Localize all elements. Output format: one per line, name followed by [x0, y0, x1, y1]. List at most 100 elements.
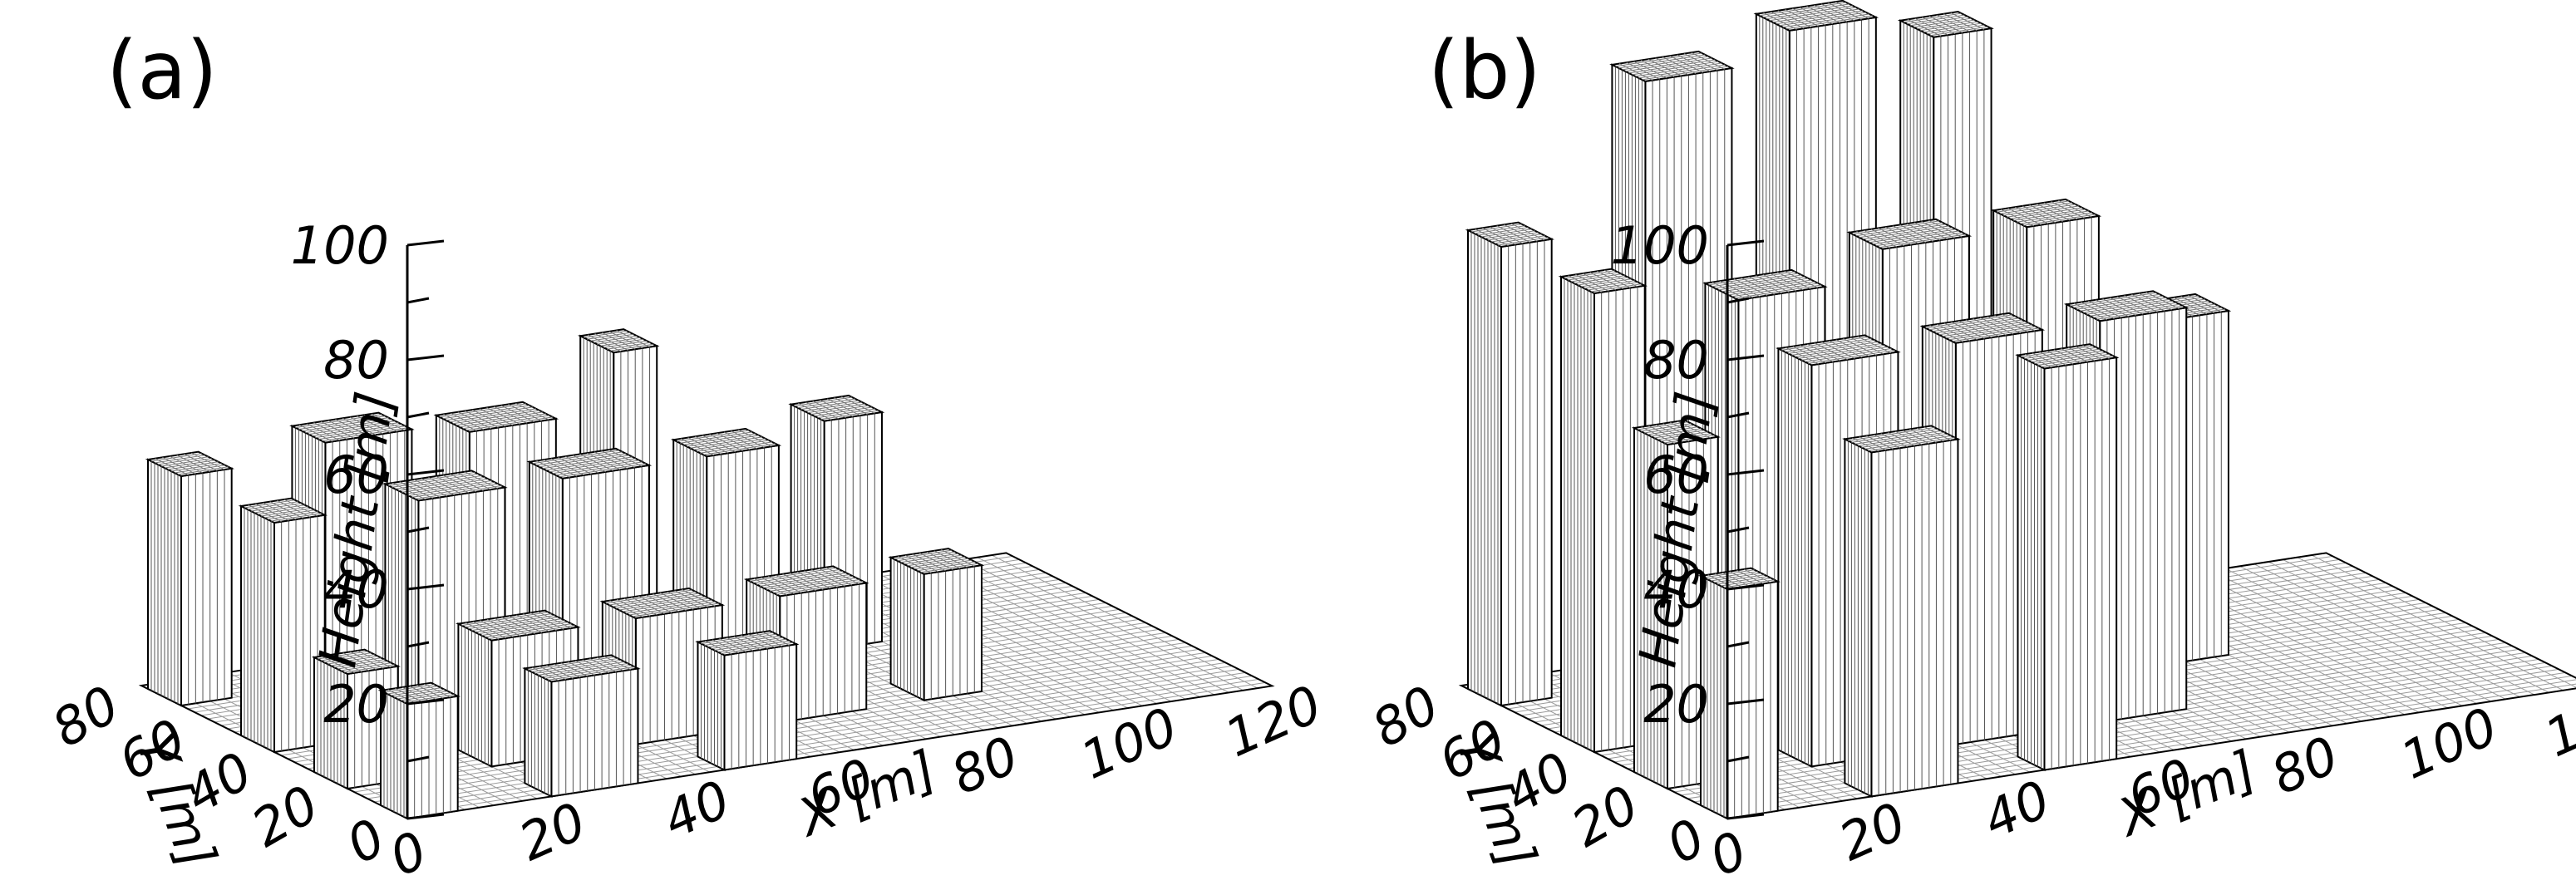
- roof-grid-line: [904, 554, 963, 565]
- roof-grid-line: [488, 625, 575, 640]
- roof-grid-line: [1731, 283, 1819, 298]
- x-tick-label: 40: [1974, 769, 2059, 851]
- building: [2015, 343, 2120, 772]
- roof-grid-line: [914, 559, 973, 570]
- roof-grid-line: [2073, 293, 2160, 308]
- roof-grid-line: [2086, 300, 2174, 315]
- z-tick: [406, 239, 445, 247]
- z-tick: [1726, 813, 1765, 820]
- roof-grid-line: [408, 481, 495, 496]
- z-tick: [406, 755, 430, 763]
- z-tick-label: 60: [323, 445, 389, 505]
- roof-grid-line: [1717, 576, 1768, 585]
- roof-grid-line: [1938, 321, 2026, 336]
- roof-grid-line: [452, 410, 539, 425]
- roof-grid-line: [2023, 214, 2096, 226]
- roof-grid-line: [2090, 302, 2177, 317]
- roof-grid-line: [1663, 435, 1715, 444]
- roof-grid-line: [1952, 327, 2039, 342]
- roof-grid-line: [250, 503, 302, 512]
- roof-grid-line: [1487, 232, 1539, 241]
- roof-grid-line: [1785, 15, 1873, 30]
- z-tick: [406, 813, 445, 820]
- roof-grid-line: [704, 633, 777, 646]
- roof-grid-line: [327, 656, 378, 665]
- z-tick: [406, 526, 430, 534]
- roof-grid-line: [776, 580, 864, 595]
- roof-grid-line: [717, 640, 791, 652]
- roof-grid-line: [260, 508, 312, 517]
- roof-grid-line: [322, 427, 409, 442]
- roof-grid-line: [2020, 212, 2092, 224]
- roof-grid-line: [804, 401, 863, 412]
- roof-grid-line: [605, 589, 692, 604]
- roof-grid-line: [264, 509, 315, 519]
- z-tick-label: 20: [1643, 674, 1709, 735]
- building: [1842, 425, 1961, 799]
- z-tick-label: 40: [323, 559, 389, 620]
- roof-grid-line: [2031, 350, 2104, 362]
- floor-grid-line: [373, 668, 1239, 803]
- building: [695, 630, 800, 772]
- roof-grid-line: [1622, 56, 1709, 71]
- roof-grid-line: [298, 416, 386, 430]
- z-tick-label: 100: [291, 215, 389, 276]
- x-tick-label: 40: [654, 769, 739, 851]
- floor-grid-line: [1687, 665, 2553, 799]
- roof-grid-line: [1643, 425, 1695, 434]
- roof-grid-line: [607, 342, 651, 350]
- roof-grid-line: [1615, 52, 1702, 67]
- roof-grid-line: [800, 400, 859, 411]
- roof-grid-line: [456, 411, 543, 426]
- roof-grid-line: [711, 637, 784, 649]
- roof-grid-line: [1713, 574, 1765, 583]
- roof-grid-line: [257, 506, 308, 515]
- roof-grid-line: [549, 458, 636, 473]
- roof-grid-line: [1930, 26, 1988, 37]
- roof-grid-line: [1632, 61, 1719, 76]
- roof-grid-line: [707, 635, 781, 647]
- roof-grid-line: [545, 456, 633, 471]
- roof-grid-line: [1948, 326, 2036, 341]
- roof-grid-line: [388, 471, 475, 486]
- roof-grid-line: [600, 338, 644, 347]
- roof-grid-line: [174, 465, 225, 474]
- roof-grid-line: [697, 440, 769, 452]
- roof-grid-line: [1879, 234, 1966, 248]
- roof-grid-line: [1715, 274, 1802, 289]
- roof-grid-line: [2027, 348, 2101, 361]
- floor-grid-line: [367, 665, 1233, 799]
- roof-grid-line: [1490, 234, 1542, 243]
- roof-grid-line: [610, 343, 654, 352]
- roof-grid-line: [603, 340, 648, 348]
- roof-grid-line: [485, 623, 572, 638]
- building: [377, 681, 461, 820]
- roof-grid-line: [160, 458, 212, 467]
- roof-grid-line: [1637, 421, 1688, 430]
- roof-grid-line: [820, 410, 879, 420]
- roof-grid-line: [1720, 578, 1771, 587]
- roof-grid-line: [393, 689, 445, 698]
- roof-grid-line: [753, 568, 840, 583]
- roof-grid-line: [1657, 431, 1708, 440]
- roof-grid-line: [1660, 433, 1712, 442]
- roof-grid-line: [1854, 430, 1942, 445]
- roof-grid-line: [154, 455, 205, 464]
- roof-grid-line: [2076, 295, 2164, 310]
- z-tick: [1726, 583, 1765, 591]
- building: [145, 450, 234, 707]
- roof-grid-line: [2010, 207, 2082, 219]
- roof-grid-line: [244, 499, 295, 509]
- roof-grid-line: [270, 513, 322, 522]
- z-tick: [406, 583, 445, 591]
- roof-grid-line: [917, 561, 976, 572]
- roof-grid-line: [548, 666, 635, 681]
- roof-grid-line: [1865, 227, 1953, 242]
- roof-grid-line: [544, 664, 632, 679]
- roof-grid-line: [622, 597, 709, 612]
- roof-grid-line: [2096, 305, 2184, 320]
- roof-grid-line: [164, 460, 215, 469]
- z-tick-label: 80: [1643, 330, 1709, 391]
- x-axis-title: X [m]: [2108, 739, 2265, 849]
- roof-grid-line: [2070, 292, 2157, 307]
